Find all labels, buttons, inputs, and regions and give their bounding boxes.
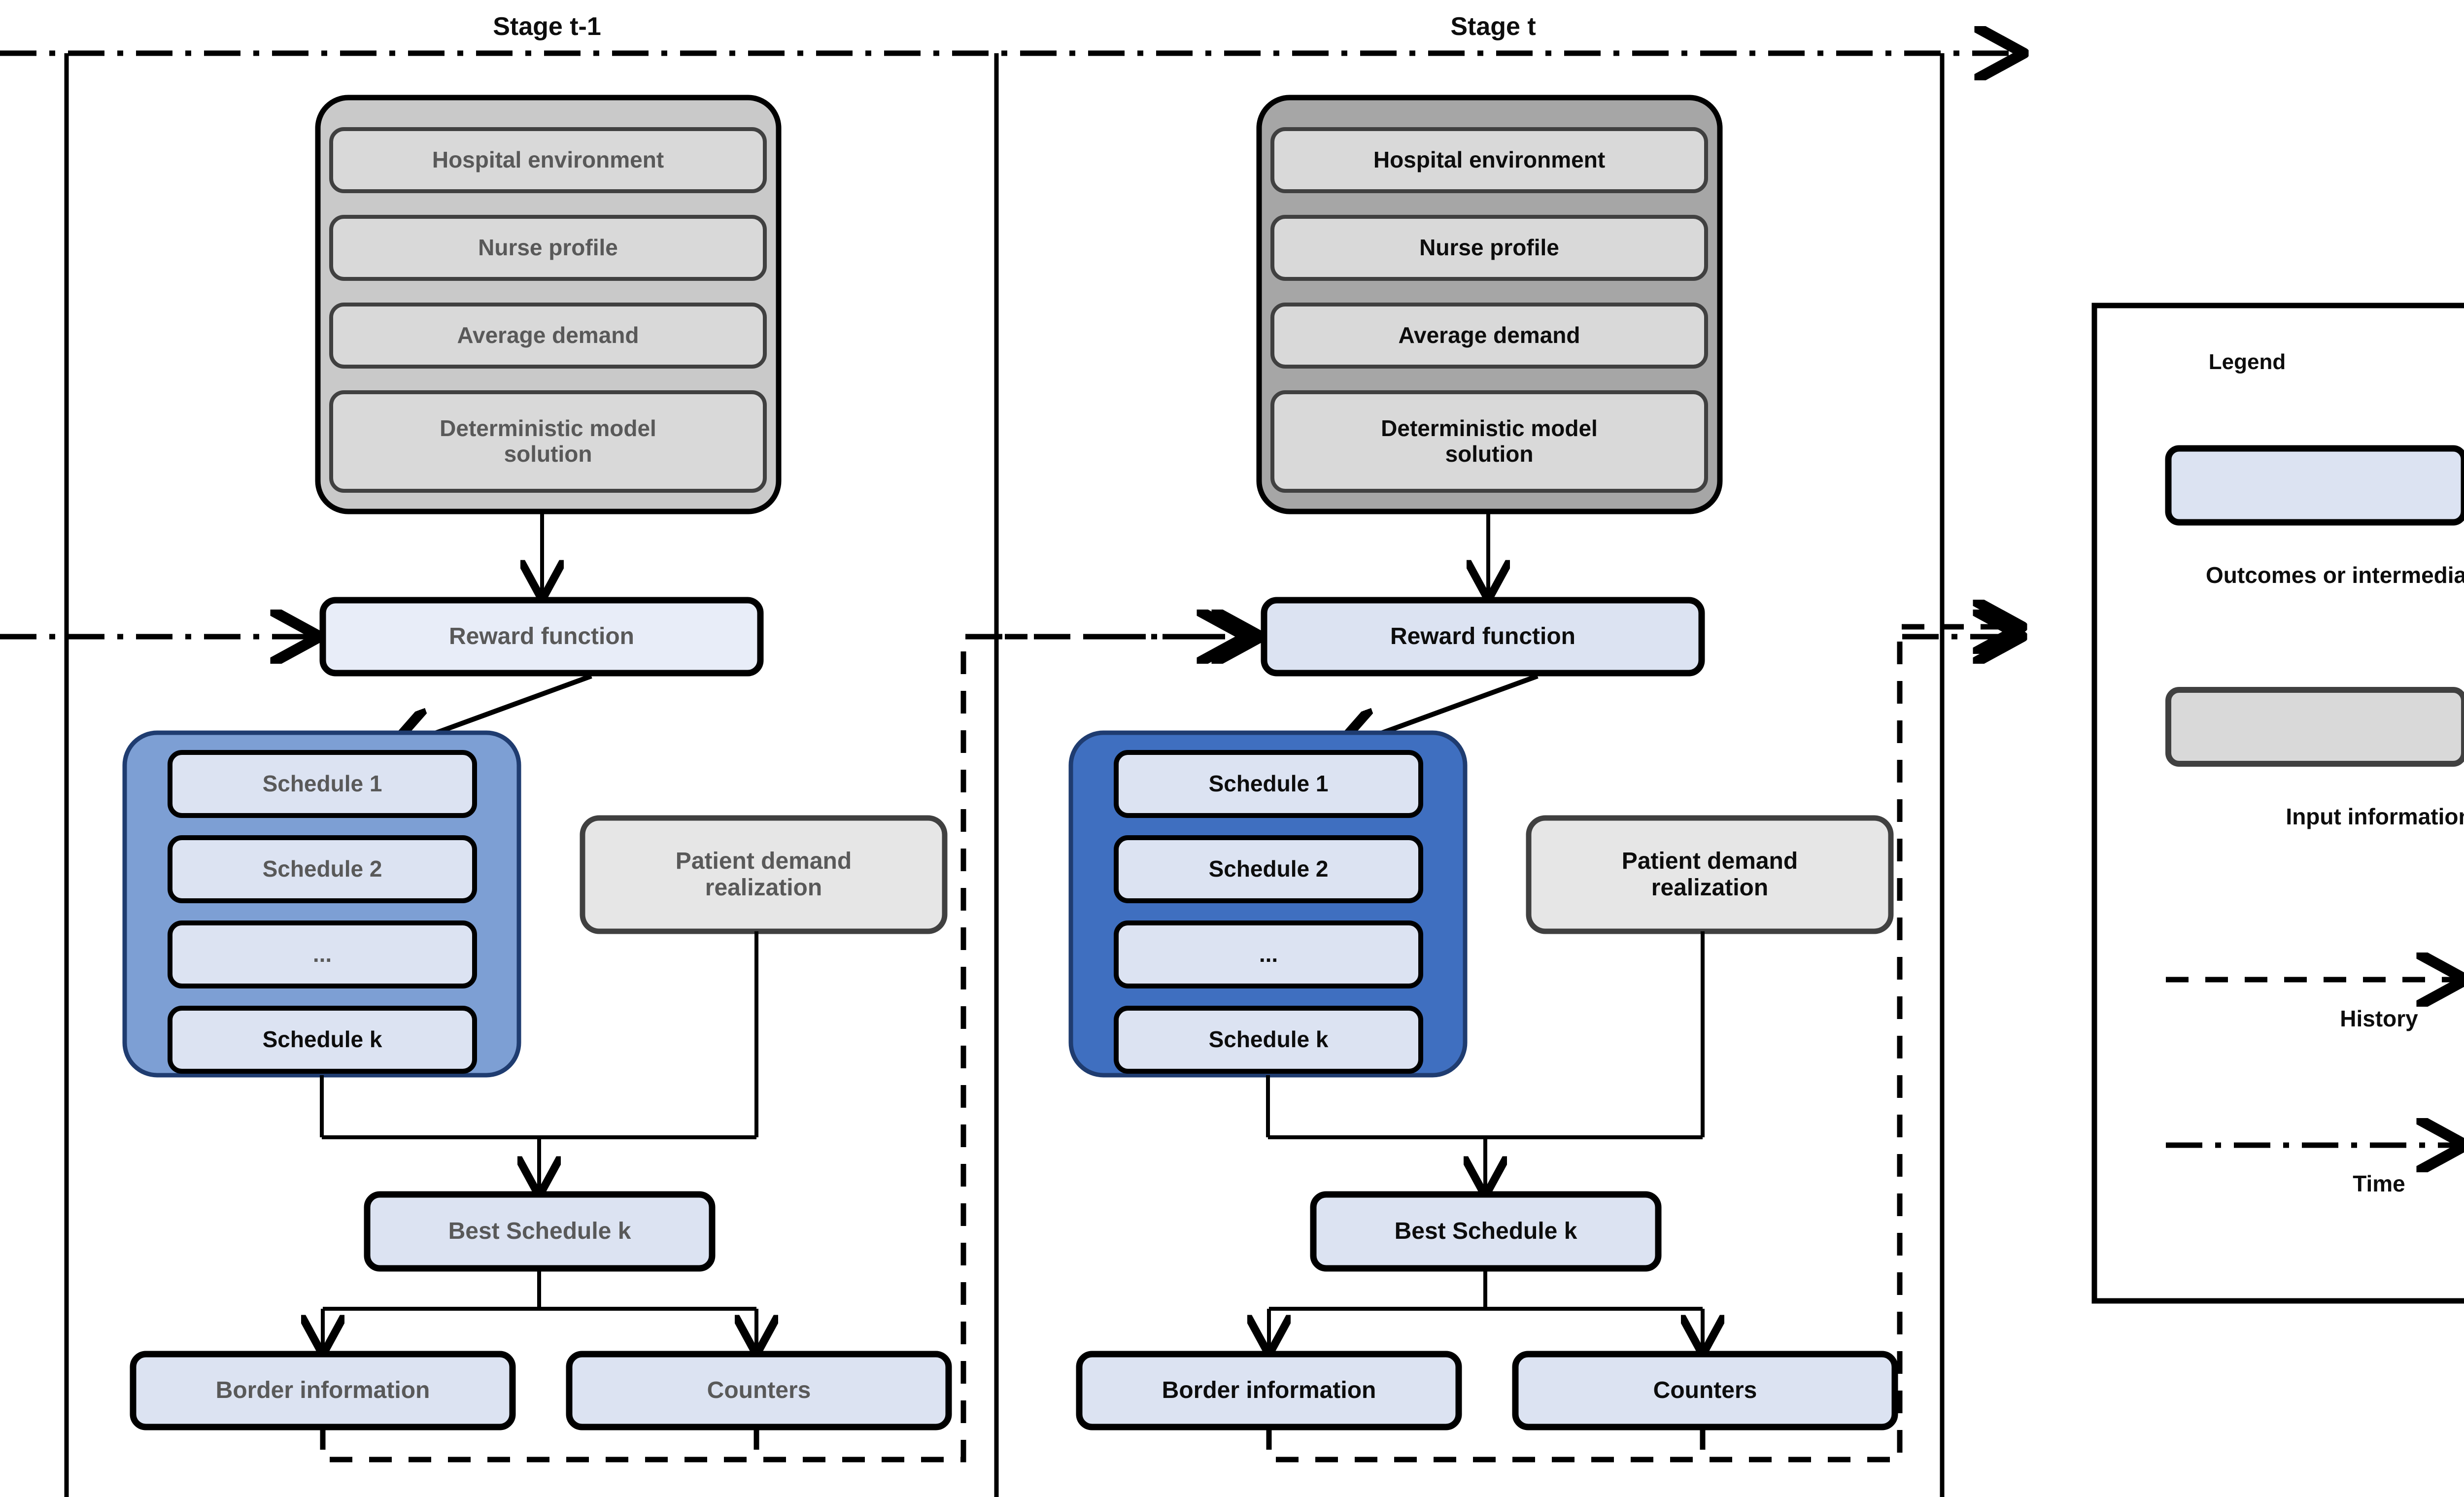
stage-separators: [64, 53, 1945, 1497]
stage-prev-graphics: [122, 95, 952, 1430]
counters-box-current: [1512, 1351, 1898, 1430]
best-schedule-box-prev: [364, 1191, 716, 1272]
border-info-box-prev: [130, 1351, 516, 1430]
legend-label-input: Input information: [2286, 804, 2464, 829]
legend-panel: [2091, 303, 2464, 1304]
border-info-box-current: [1076, 1351, 1462, 1430]
legend-title: Legend: [2208, 350, 2286, 374]
legend-label-time: Time: [2353, 1171, 2405, 1196]
history-path-current: [1266, 627, 2018, 1463]
counters-box-prev: [566, 1351, 952, 1430]
stage-title-current: Stage t: [1450, 12, 1536, 41]
legend-label-history: History: [2340, 1006, 2418, 1031]
demand-box-current: [1526, 815, 1894, 934]
stage-title-prev: Stage t-1: [493, 12, 601, 41]
best-schedule-box-current: [1310, 1191, 1662, 1272]
legend-label-outcomes: Outcomes or intermediate steps: [2206, 562, 2464, 588]
reward-box-prev: [319, 597, 764, 677]
legend-outcome-swatch: [2165, 445, 2464, 526]
legend-input-swatch: [2165, 687, 2464, 767]
stage-current-graphics: [1068, 95, 1898, 1430]
demand-box-prev: [580, 815, 948, 934]
reward-box-current: [1261, 597, 1705, 677]
